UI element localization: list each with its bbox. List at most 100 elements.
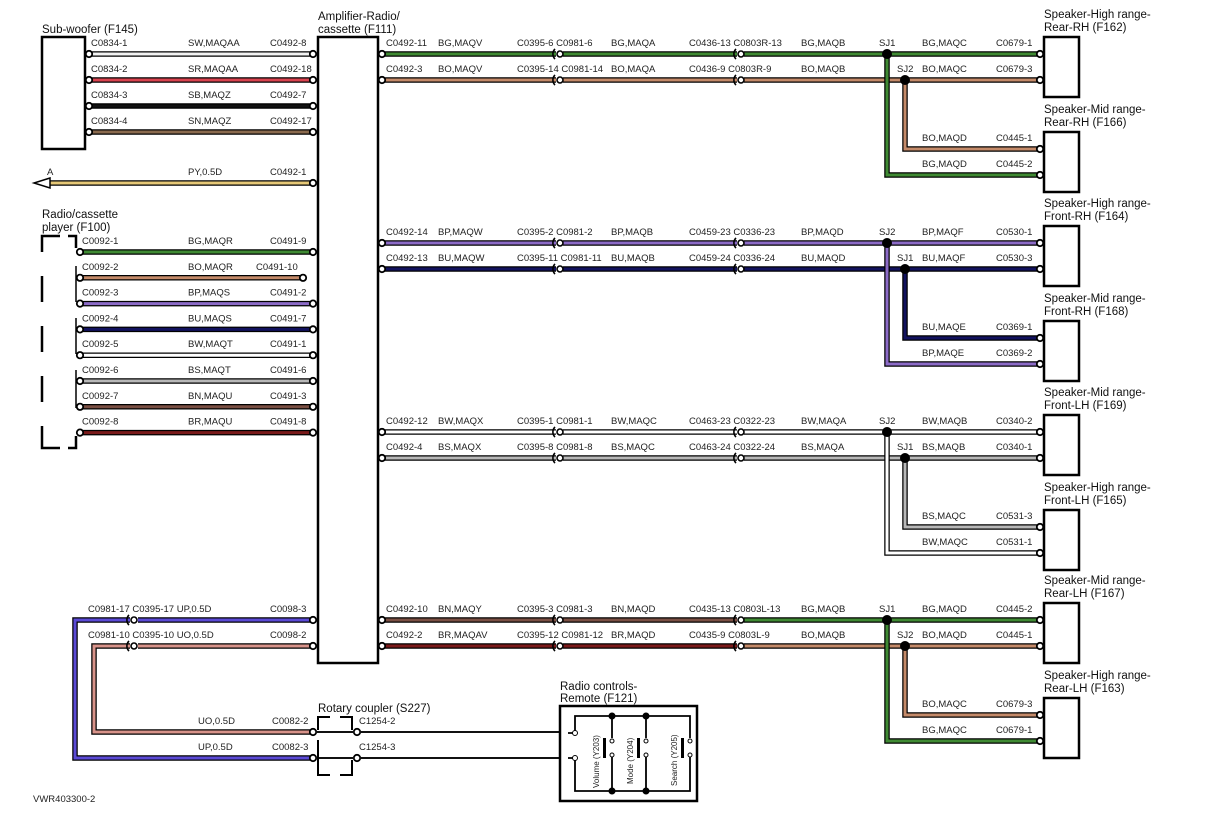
radio-connector-label: C0092-4 bbox=[82, 313, 118, 324]
speaker-f169-label: Front-LH (F169) bbox=[1044, 400, 1127, 412]
inline-connector-icon bbox=[733, 614, 745, 626]
circuit-label: BU,MAQE bbox=[922, 322, 966, 333]
pin-icon bbox=[308, 641, 318, 651]
inline-connector-label: C0395-3 C0981-3 bbox=[517, 604, 593, 615]
inline-connector-label: C0435-9 C0803L-9 bbox=[689, 630, 770, 641]
radio-connector-label: C0092-1 bbox=[82, 236, 118, 247]
pin-icon bbox=[352, 727, 362, 737]
pin-icon bbox=[308, 325, 318, 334]
speaker-f164-label: Speaker-High range- bbox=[1044, 198, 1151, 210]
speaker-f168-box bbox=[1042, 319, 1081, 383]
circuit-label: BP,MAQF bbox=[922, 227, 964, 238]
subwoofer-circuit-label: SN,MAQZ bbox=[188, 116, 231, 127]
amp-connector-label: C0491-10 bbox=[256, 262, 298, 273]
splice-label: SJ1 bbox=[879, 604, 895, 615]
speakers-layer: Speaker-High range-Rear-RH (F162)Speaker… bbox=[1042, 9, 1151, 760]
rotary-connector-label: C0082-3 bbox=[272, 742, 308, 753]
circuit-label: BO,MAQC bbox=[922, 699, 967, 710]
remote-wire-uo-b bbox=[92, 644, 313, 734]
pin-icon bbox=[1035, 615, 1045, 625]
speaker-connector-label: C0679-3 bbox=[996, 699, 1032, 710]
pin-icon bbox=[84, 75, 94, 85]
speaker-f169-box bbox=[1042, 413, 1081, 477]
pin-icon bbox=[1035, 453, 1045, 463]
inline-connector-icon bbox=[733, 48, 745, 60]
amp-connector-label: C0491-9 bbox=[270, 236, 306, 247]
speaker-f164-label: Front-RH (F164) bbox=[1044, 211, 1129, 223]
circuit-label: BO,MAQC bbox=[922, 64, 967, 75]
circuit-label: BR,MAQAV bbox=[438, 630, 488, 641]
pin-icon bbox=[1035, 144, 1045, 154]
splice-label: SJ2 bbox=[897, 630, 913, 641]
circuit-label: BP,MAQE bbox=[922, 348, 964, 359]
pin-icon bbox=[308, 75, 318, 85]
inline-connector-label: C0459-23 C0336-23 bbox=[689, 227, 775, 238]
radio-circuit-label: BW,MAQT bbox=[188, 339, 233, 350]
ref-arrow-label: A bbox=[47, 167, 54, 178]
remote-label-line2: Remote (F121) bbox=[560, 693, 638, 705]
amp-connector-label: C0491-6 bbox=[270, 365, 306, 376]
speaker-connector-label: C0369-2 bbox=[996, 348, 1032, 359]
amp-connector-label: C0098-3 bbox=[270, 604, 306, 615]
circuit-label: BS,MAQC bbox=[611, 442, 655, 453]
branch-g1-outer bbox=[885, 54, 1040, 177]
circuit-label: BG,MAQB bbox=[801, 38, 845, 49]
remote-plain-wires bbox=[316, 731, 566, 759]
amp-connector-label: C0492-7 bbox=[270, 90, 306, 101]
splice-icon bbox=[900, 453, 910, 463]
switch-volume-label: Volume (Y203) bbox=[592, 735, 601, 788]
amp-connector-label: C0098-2 bbox=[270, 630, 306, 641]
pin-icon bbox=[308, 351, 318, 360]
amplifier-label-line2: cassette (F111) bbox=[318, 24, 396, 36]
rotary-connector-label: C1254-3 bbox=[359, 742, 395, 753]
circuit-label: BO,MAQV bbox=[438, 64, 483, 75]
inline-connector-icon bbox=[552, 74, 564, 86]
amp-connector-label: C0492-17 bbox=[270, 116, 312, 127]
inline-connector-icon bbox=[733, 452, 745, 464]
speaker-f166-label: Rear-RH (F166) bbox=[1044, 117, 1127, 129]
remote-label-line1: Radio controls- bbox=[560, 681, 638, 693]
radio-circuit-label: BR,MAQU bbox=[188, 417, 232, 428]
splice-icon bbox=[882, 49, 892, 59]
speaker-f167-box bbox=[1042, 601, 1081, 665]
subwoofer-circuit-label: SB,MAQZ bbox=[188, 90, 231, 101]
radio-player-label-line2: player (F100) bbox=[42, 222, 111, 234]
splice-icon bbox=[882, 238, 892, 248]
components-layer: Sub-woofer (F145) Amplifier-Radio/ casse… bbox=[33, 11, 699, 805]
pin-icon bbox=[308, 402, 318, 411]
speaker-f166-label: Speaker-Mid range- bbox=[1044, 104, 1146, 116]
speaker-f166-box bbox=[1042, 130, 1081, 194]
splice-icon bbox=[900, 75, 910, 85]
circuit-label: BG,MAQC bbox=[922, 38, 967, 49]
subwoofer-connector-label: C0834-1 bbox=[91, 38, 127, 49]
radio-connector-label: C0092-5 bbox=[82, 339, 118, 350]
radio-circuit-label: BN,MAQU bbox=[188, 391, 232, 402]
speaker-f168-label: Front-RH (F168) bbox=[1044, 306, 1129, 318]
amp-connector-label: C0491-1 bbox=[270, 339, 306, 350]
speaker-f167-label: Speaker-Mid range- bbox=[1044, 575, 1146, 587]
circuit-label: BW,MAQC bbox=[611, 416, 657, 427]
radio-connector-label: C0092-3 bbox=[82, 288, 118, 299]
circuit-label: BU,MAQW bbox=[438, 253, 484, 264]
rotary-coupler-label: Rotary coupler (S227) bbox=[318, 703, 431, 715]
branch-g3-outer bbox=[885, 432, 1040, 555]
rotary-coupler-box bbox=[317, 716, 353, 776]
circuit-label: BG,MAQD bbox=[922, 159, 967, 170]
inline-connector-icon bbox=[552, 452, 564, 464]
inline-connector-label: C0436-9 C0803R-9 bbox=[689, 64, 771, 75]
subwoofer-label: Sub-woofer (F145) bbox=[42, 24, 138, 36]
rotary-connector-label: C0082-2 bbox=[272, 716, 308, 727]
radio-connector-label: C0092-6 bbox=[82, 365, 118, 376]
speaker-connector-label: C0531-3 bbox=[996, 511, 1032, 522]
splice-icon bbox=[900, 264, 910, 274]
speaker-f168-label: Speaker-Mid range- bbox=[1044, 293, 1146, 305]
subwoofer-circuit-label: SW,MAQAA bbox=[188, 38, 240, 49]
circuit-label: BW,MAQA bbox=[801, 416, 847, 427]
inline-connector-icon bbox=[733, 237, 745, 249]
circuit-label: BO,MAQD bbox=[922, 630, 967, 641]
circuit-label: BO,MAQD bbox=[922, 133, 967, 144]
pin-icon bbox=[1035, 333, 1045, 343]
figure-id: VWR403300-2 bbox=[33, 794, 95, 805]
circuit-label: BW,MAQX bbox=[438, 416, 484, 427]
